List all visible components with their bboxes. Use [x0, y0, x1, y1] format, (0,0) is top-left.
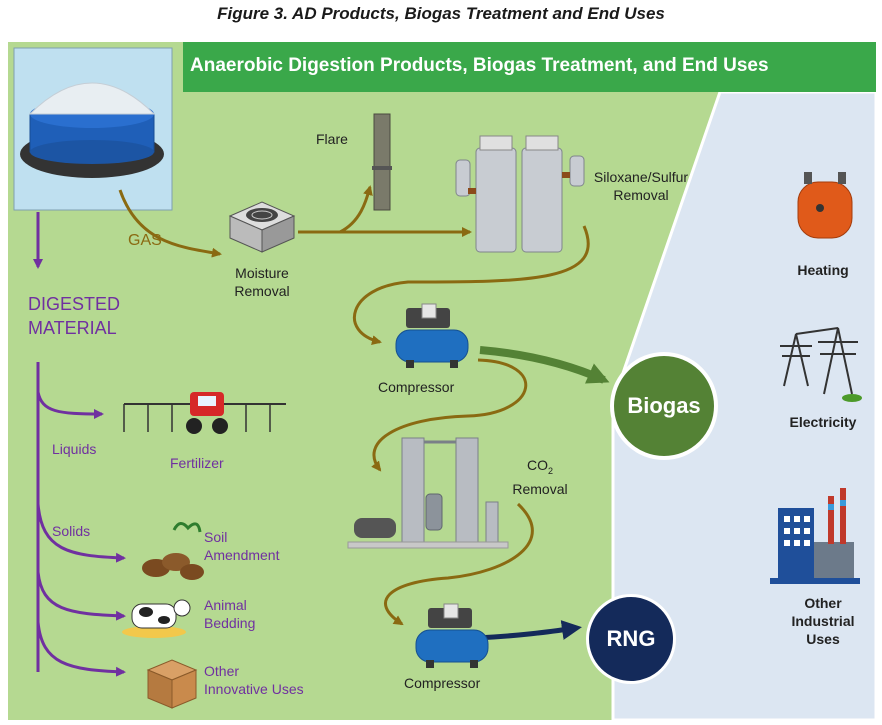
co2-removal-icon — [347, 437, 509, 549]
soil-amendment-icon — [142, 522, 204, 580]
compressor-1-icon — [395, 303, 469, 368]
electricity-tower-icon — [780, 327, 862, 402]
other-uses-label-line2: Innovative Uses — [204, 681, 304, 697]
animal-bedding-icon — [122, 599, 191, 638]
moisture-label-line2: Removal — [234, 283, 290, 299]
digested-material-label: DIGESTED MATERIAL — [28, 292, 120, 340]
siloxane-sulfur-label: Siloxane/Sulfur Removal — [586, 168, 696, 204]
digested-label-line2: MATERIAL — [28, 318, 117, 338]
biogas-label: Biogas — [627, 393, 701, 418]
compressor-2-label: Compressor — [404, 675, 481, 691]
co2-label-line2: Removal — [512, 480, 568, 497]
animal-bedding-label: Animal Bedding — [204, 596, 255, 632]
co2-label-text: CO — [526, 457, 548, 473]
siloxane-sulfur-icon — [455, 135, 585, 253]
bedding-label-line1: Animal — [204, 597, 247, 613]
factory-icon — [770, 488, 860, 584]
fertilizer-label: Fertilizer — [170, 455, 224, 471]
bedding-label-line2: Bedding — [204, 615, 256, 631]
co2-subscript: 2 — [547, 465, 553, 476]
diagram-frame: Anaerobic Digestion Products, Biogas Tre… — [8, 42, 876, 720]
gas-label: GAS — [128, 232, 162, 249]
flare-label: Flare — [316, 131, 348, 147]
biogas-circle: Biogas — [610, 352, 718, 460]
co2-removal-label: CO2 Removal — [500, 456, 580, 498]
moisture-removal-icon — [228, 201, 296, 253]
digested-label-line1: DIGESTED — [28, 294, 121, 314]
moisture-label-line1: Moisture — [235, 265, 289, 281]
banner — [183, 42, 876, 92]
rng-circle: RNG — [586, 594, 676, 684]
siloxane-label-line1: Siloxane/Sulfur — [593, 169, 689, 185]
soil-label-line1: Soil — [204, 529, 228, 545]
other-uses-label-line1: Other — [204, 663, 240, 679]
solids-label: Solids — [52, 523, 91, 539]
co2-label-line1: CO2 — [500, 456, 580, 480]
box-icon — [146, 659, 198, 709]
siloxane-label-line2: Removal — [613, 187, 669, 203]
banner-title: Anaerobic Digestion Products, Biogas Tre… — [190, 55, 769, 76]
soil-label-line2: Amendment — [204, 547, 280, 563]
industrial-label-line3: Uses — [806, 631, 840, 647]
moisture-removal-label: Moisture Removal — [220, 264, 304, 300]
diagram-canvas — [8, 42, 876, 720]
compressor-1-label: Compressor — [378, 379, 455, 395]
rng-label: RNG — [606, 626, 656, 651]
industrial-label-line1: Other — [804, 595, 842, 611]
soil-amendment-label: Soil Amendment — [204, 528, 279, 564]
flare-icon — [372, 113, 392, 211]
figure-title: Figure 3. AD Products, Biogas Treatment … — [217, 4, 665, 23]
electricity-label: Electricity — [789, 414, 857, 430]
other-innovative-uses-label: Other Innovative Uses — [204, 662, 304, 698]
liquids-label: Liquids — [52, 441, 97, 457]
other-industrial-uses-label: Other Industrial Uses — [778, 594, 868, 648]
compressor-2-icon — [415, 603, 489, 668]
heating-label: Heating — [797, 262, 849, 278]
industrial-label-line2: Industrial — [791, 613, 855, 629]
fertilizer-sprayer-icon — [123, 392, 286, 434]
boiler-icon — [797, 172, 853, 239]
